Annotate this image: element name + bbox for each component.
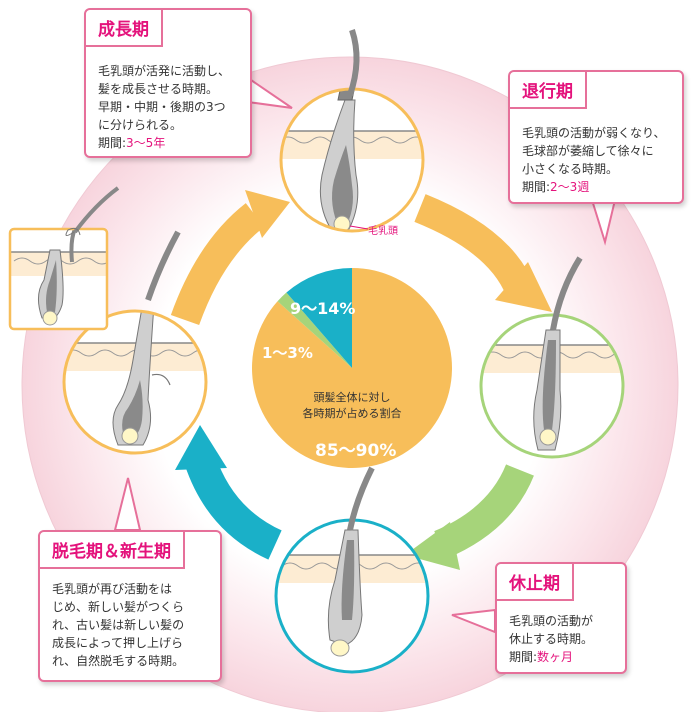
- background-ring: [21, 56, 679, 712]
- regression-period-label: 期間:: [522, 180, 551, 194]
- regression-hair-shaft: [550, 256, 583, 331]
- slice-label-regression: 1～3%: [262, 344, 313, 362]
- regression-line-3: 小さくなる時期。: [522, 162, 619, 176]
- pie-slice-regression: [277, 292, 352, 368]
- pie-caption: 頭髪全体に対し 各時期が占める割合: [290, 390, 414, 422]
- rest-title: 休止期: [497, 564, 574, 601]
- regression-title: 退行期: [510, 72, 587, 109]
- growth-title: 成長期: [86, 10, 163, 47]
- shedding-callout: 脱毛期＆新生期 毛乳頭が再び活動をは じめ、新しい髪がつくら れ、古い髪は新しい…: [38, 530, 222, 682]
- shedding-hair-shaft: [145, 230, 181, 301]
- growth-period: 期間:3～5年: [98, 134, 230, 152]
- shedding-line-5: れ、自然脱毛する時期。: [52, 654, 185, 668]
- falling-hair: [73, 186, 120, 234]
- rest-description: 毛乳頭の活動が 休止する時期。 期間:数ヶ月: [509, 612, 593, 666]
- pie-caption-line-2: 各時期が占める割合: [302, 407, 402, 420]
- shedding-stage-illustration: [62, 309, 208, 455]
- rest-period-value: 数ヶ月: [537, 650, 574, 664]
- rest-stage-illustration: [274, 518, 430, 674]
- growth-line-3: 早期・中期・後期の3つ: [98, 100, 226, 114]
- pie-slice-rest: [286, 268, 352, 368]
- phase-ratio-pie-chart: [252, 268, 452, 468]
- shed-hair-inset-frame: [8, 227, 109, 331]
- rest-period: 期間:数ヶ月: [509, 648, 593, 666]
- shedding-line-1: 毛乳頭が再び活動をは: [52, 582, 173, 596]
- rest-line-2: 休止する時期。: [509, 632, 594, 646]
- growth-description: 毛乳頭が活発に活動し、 髪を成長させる時期。 早期・中期・後期の3つ に分けられ…: [98, 62, 230, 152]
- growth-line-1: 毛乳頭が活発に活動し、: [98, 64, 231, 78]
- shedding-description: 毛乳頭が再び活動をは じめ、新しい髪がつくら れ、古い髪は新しい髪の 成長によっ…: [52, 580, 184, 670]
- rest-period-label: 期間:: [509, 650, 538, 664]
- falling-hair-curl: [65, 227, 81, 236]
- growth-line-4: に分けられる。: [98, 118, 183, 132]
- regression-callout: 退行期 毛乳頭の活動が弱くなり、 毛球部が萎縮して徐々に 小さくなる時期。 期間…: [508, 70, 684, 204]
- regression-line-2: 毛球部が萎縮して徐々に: [522, 144, 654, 158]
- rest-hair-shaft: [347, 466, 375, 531]
- growth-callout: 成長期 毛乳頭が活発に活動し、 髪を成長させる時期。 早期・中期・後期の3つ に…: [84, 8, 252, 158]
- shedding-line-4: 成長によって押し上げら: [52, 636, 184, 650]
- arrow-shedding-to-growth-head: [245, 190, 290, 238]
- pie-caption-line-1: 頭髪全体に対し: [313, 391, 391, 404]
- dermal-papilla-label: 毛乳頭: [368, 226, 398, 237]
- growth-period-value: 3～5年: [126, 136, 166, 150]
- shedding-line-3: れ、古い髪は新しい髪の: [52, 618, 185, 632]
- slice-label-rest: 9～14%: [290, 299, 356, 318]
- rest-callout: 休止期 毛乳頭の活動が 休止する時期。 期間:数ヶ月: [495, 562, 627, 674]
- growth-hair-shaft: [347, 29, 360, 96]
- regression-period-value: 2～3週: [550, 180, 590, 194]
- regression-line-1: 毛乳頭の活動が弱くなり、: [522, 126, 666, 140]
- shedding-title: 脱毛期＆新生期: [40, 532, 185, 569]
- regression-period: 期間:2～3週: [522, 178, 666, 196]
- arrow-rest-to-shedding-head: [175, 425, 227, 470]
- growth-line-2: 髪を成長させる時期。: [98, 82, 219, 96]
- regression-description: 毛乳頭の活動が弱くなり、 毛球部が萎縮して徐々に 小さくなる時期。 期間:2～3…: [522, 124, 666, 196]
- rest-line-1: 毛乳頭の活動が: [509, 614, 594, 628]
- growth-period-label: 期間:: [98, 136, 127, 150]
- arrow-shedding-to-growth: [170, 203, 265, 326]
- shedding-line-2: じめ、新しい髪がつくら: [52, 600, 185, 614]
- growth-stage-illustration: [279, 87, 425, 233]
- arrow-rest-to-shedding: [184, 454, 283, 560]
- regression-stage-illustration: [479, 313, 625, 459]
- arrow-growth-to-regression-head: [495, 262, 552, 312]
- shed-hair-inset: [10, 229, 107, 329]
- slice-label-growth: 85～90%: [315, 441, 397, 461]
